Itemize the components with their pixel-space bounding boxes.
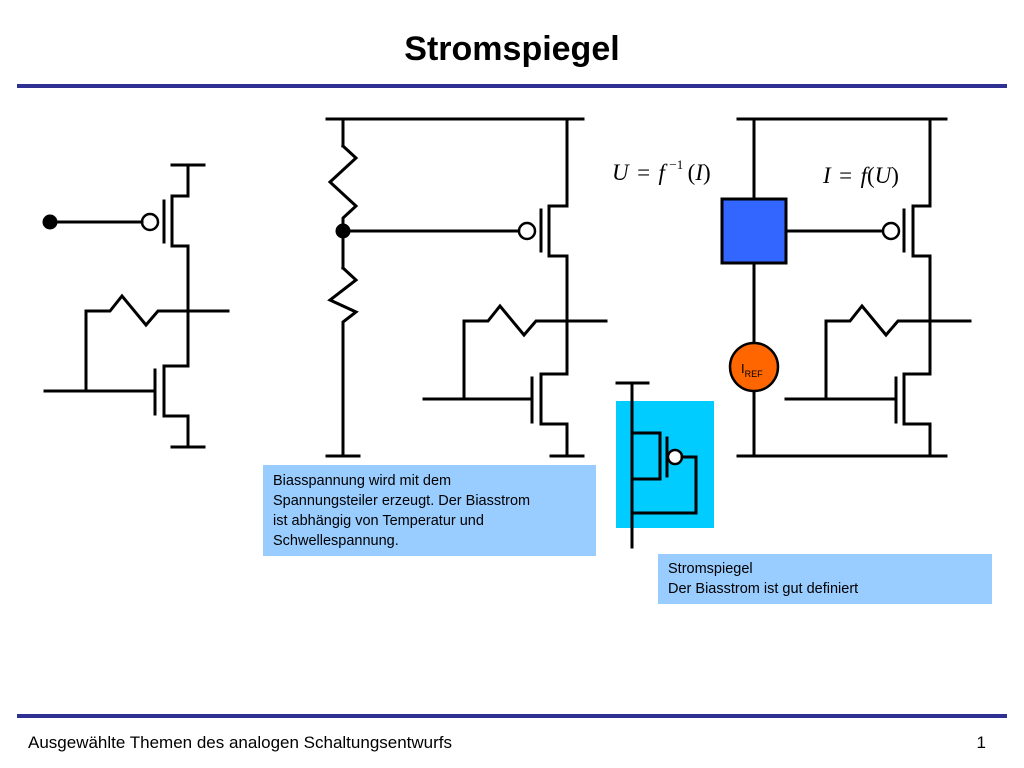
note-line: Stromspiegel: [668, 561, 753, 577]
page-title: Stromspiegel: [404, 30, 620, 68]
nmos-transistor-2: [422, 372, 585, 458]
load-resistor: [84, 293, 190, 393]
pmos-transistor-2: [517, 117, 569, 376]
bias-divider-note: Biasspannung wird mit dem Spannungsteile…: [263, 465, 596, 556]
mirror-transistor-highlight: [615, 381, 714, 549]
divider-resistor-top: [327, 143, 359, 233]
circuit-basic-amplifier: [42, 163, 230, 449]
pmos-transistor: [48, 163, 206, 248]
current-mirror-note: Stromspiegel Der Biasstrom ist gut defin…: [658, 554, 992, 604]
circuit-current-mirror: [736, 117, 972, 458]
input-node: [42, 214, 58, 230]
formula-forward: I = f(U): [822, 163, 899, 188]
note-line: Spannungsteiler erzeugt. Der Biasstrom: [273, 493, 531, 509]
note-line: Schwellespannung.: [273, 533, 399, 549]
footer-text: Ausgewählte Themen des analogen Schaltun…: [28, 733, 453, 752]
title-rule: [17, 84, 1007, 88]
iref-label: IREF: [741, 361, 763, 379]
divider-resistor-bottom: [327, 265, 359, 458]
note-line: Der Biasstrom ist gut definiert: [668, 581, 859, 597]
page-number: 1: [976, 733, 986, 752]
footer-rule: [17, 714, 1007, 718]
formula-inverse: U = f −1 (I): [612, 156, 711, 185]
pmos-transistor-3: [881, 117, 932, 376]
nmos-transistor: [43, 364, 206, 449]
load-resistor-3: [824, 303, 932, 401]
circuit-voltage-divider: [325, 117, 608, 458]
nmos-transistor-3: [784, 372, 932, 458]
function-block: [720, 197, 788, 265]
note-line: ist abhängig von Temperatur und: [273, 513, 484, 529]
iref-current-source: [728, 341, 780, 393]
note-line: Biasspannung wird mit dem: [273, 473, 452, 489]
load-resistor-2: [462, 303, 569, 401]
